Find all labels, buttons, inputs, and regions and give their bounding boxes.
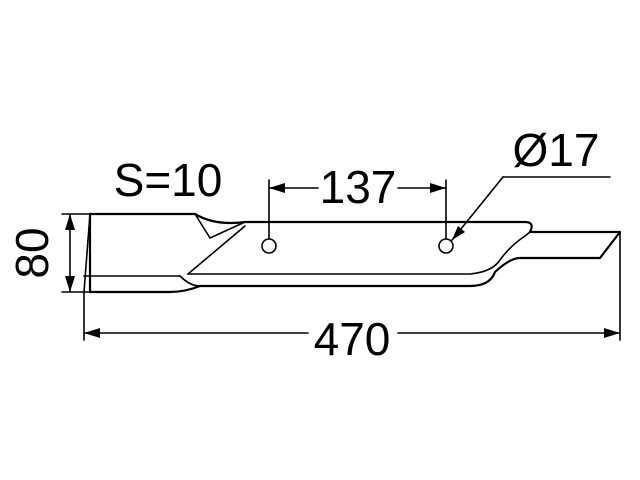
length-label: 470 (314, 313, 391, 365)
hole-diameter-dimension: Ø17 (451, 124, 611, 241)
hole-right (438, 238, 454, 254)
thickness-label: S=10 (114, 154, 223, 206)
blade-outline (83, 212, 622, 294)
hole-spacing-dimension: 137 (268, 161, 447, 239)
hole-diameter-label: Ø17 (513, 124, 600, 176)
length-dimension: 470 (83, 231, 621, 365)
mounting-holes (261, 238, 454, 254)
width-dimension: 80 (6, 213, 91, 293)
width-label: 80 (6, 227, 58, 278)
hole-left (261, 238, 277, 254)
hole-spacing-label: 137 (320, 161, 397, 213)
